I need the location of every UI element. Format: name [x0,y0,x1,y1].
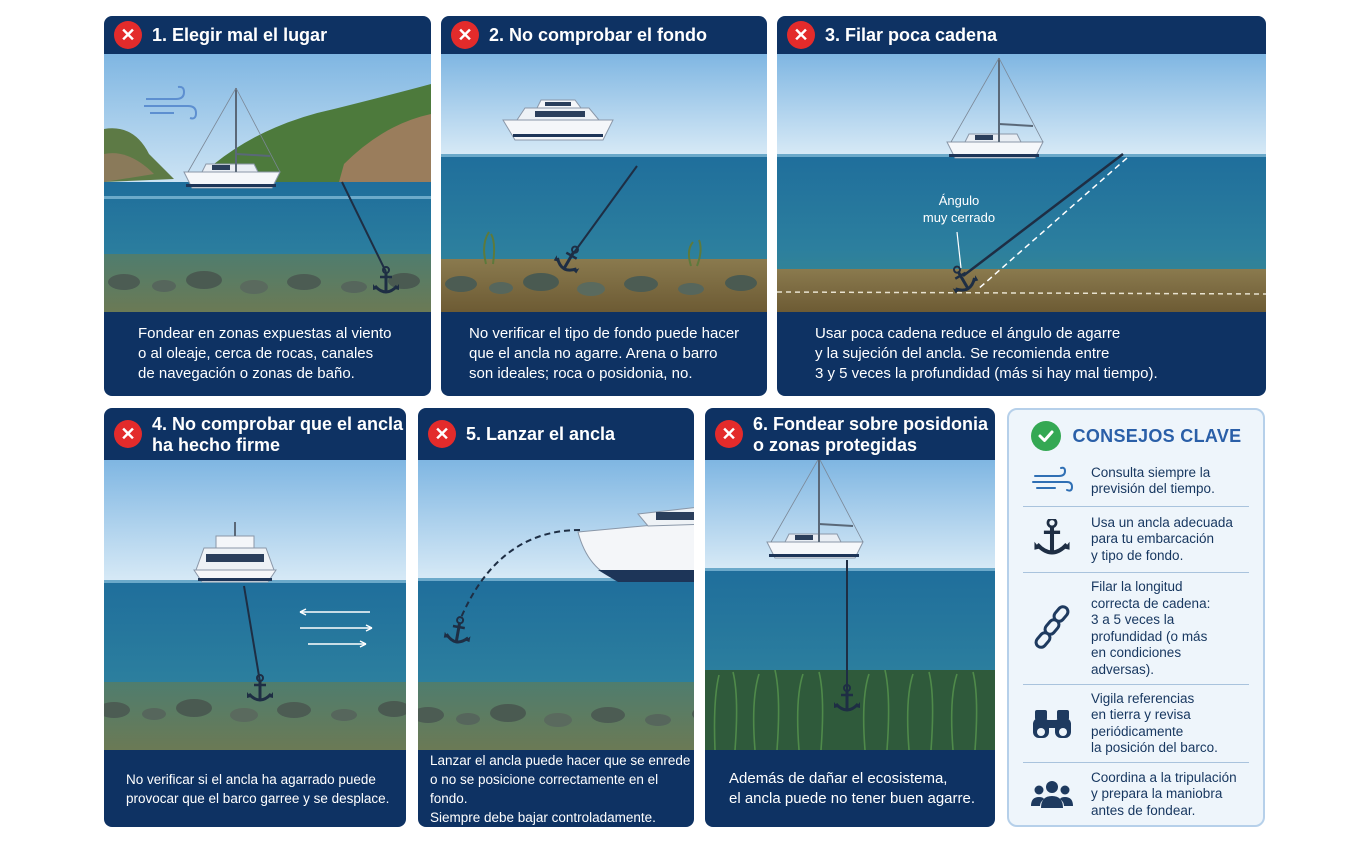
card-4-title: 4. No comprobar que el ancla ha hecho fi… [152,414,404,455]
card-4-text: No verificar si el ancla ha agarrado pue… [126,771,390,806]
tip-text: Filar la longitud correcta de cadena: 3 … [1091,579,1211,677]
card-1-illustration [104,54,431,312]
card-6-text: Además de dañar el ecosistema, el ancla … [729,769,976,807]
card-4-check-set: ✕ 4. No comprobar que el ancla ha hecho … [104,408,406,827]
error-x-icon: ✕ [114,420,142,448]
error-x-icon: ✕ [114,21,142,49]
card-1-title: 1. Elegir mal el lugar [152,24,328,45]
binoculars-icon [1023,706,1081,742]
card-6-posidonia: ✕ 6. Fondear sobre posidonia o zonas pro… [705,408,995,827]
card-1-header: ✕ 1. Elegir mal el lugar [104,16,431,54]
check-icon [1030,421,1061,451]
tip-weather: Consulta siempre la previsión del tiempo… [1023,456,1249,506]
card-6-header: ✕ 6. Fondear sobre posidonia o zonas pro… [705,408,995,460]
card-6-title: 6. Fondear sobre posidonia o zonas prote… [753,414,989,455]
anchor-icon [1023,519,1081,561]
tip-text: Coordina a la tripulación y prepara la m… [1091,769,1237,818]
tip-text: Vigila referencias en tierra y revisa pe… [1091,690,1218,756]
key-tips-panel: CONSEJOS CLAVE Consulta siempre la previ… [1007,408,1265,827]
chain-icon [1023,604,1081,654]
key-tips-header: CONSEJOS CLAVE [1009,410,1263,462]
card-2-title: 2. No comprobar el fondo [489,24,708,45]
card-5-text: Lanzar el ancla puede hacer que se enred… [430,752,691,825]
card-4-header: ✕ 4. No comprobar que el ancla ha hecho … [104,408,406,460]
card-6-illustration [705,460,995,750]
card-3-title: 3. Filar poca cadena [825,24,998,45]
card-5-title: 5. Lanzar el ancla [466,423,616,444]
wind-icon [144,85,198,120]
tip-watch-position: Vigila referencias en tierra y revisa pe… [1023,684,1249,762]
card-3-angle-annotation: Ángulo muy cerrado [922,193,996,225]
card-5-header: ✕ 5. Lanzar el ancla [418,408,694,460]
crew-icon [1023,778,1081,812]
key-tips-title: CONSEJOS CLAVE [1072,425,1242,446]
card-4-illustration [104,460,406,750]
error-x-icon: ✕ [428,420,456,448]
card-5-illustration [418,460,694,750]
wind-icon [1023,466,1081,496]
error-x-icon: ✕ [787,21,815,49]
tip-text: Usa un ancla adecuada para tu embarcació… [1091,514,1233,563]
card-3-illustration [777,54,1266,312]
tip-coordinate-crew: Coordina a la tripulación y prepara la m… [1023,762,1249,826]
tip-chain-length: Filar la longitud correcta de cadena: 3 … [1023,572,1249,684]
card-1-text: Fondear en zonas expuestas al viento o a… [138,325,392,382]
card-2-header: ✕ 2. No comprobar el fondo [441,16,767,54]
tip-anchor-choice: Usa un ancla adecuada para tu embarcació… [1023,506,1249,572]
card-2-illustration [441,54,767,312]
card-3-short-chain: ✕ 3. Filar poca cadena Ángulo muy cerrad… [777,16,1266,396]
tip-text: Consulta siempre la previsión del tiempo… [1091,464,1215,497]
card-5-throw-anchor: ✕ 5. Lanzar el ancla Lanzar el ancla pue… [418,408,694,827]
error-x-icon: ✕ [451,21,479,49]
card-2-text: No verificar el tipo de fondo puede hace… [469,325,740,382]
card-3-text: Usar poca cadena reduce el ángulo de aga… [815,325,1158,382]
card-2-check-bottom: ✕ 2. No comprobar el fondo No verificar … [441,16,767,396]
card-1-wrong-location: ✕ 1. Elegir mal el lugar Fondear en zona… [104,16,431,396]
error-x-icon: ✕ [715,420,743,448]
card-3-header: ✕ 3. Filar poca cadena [777,16,1266,54]
